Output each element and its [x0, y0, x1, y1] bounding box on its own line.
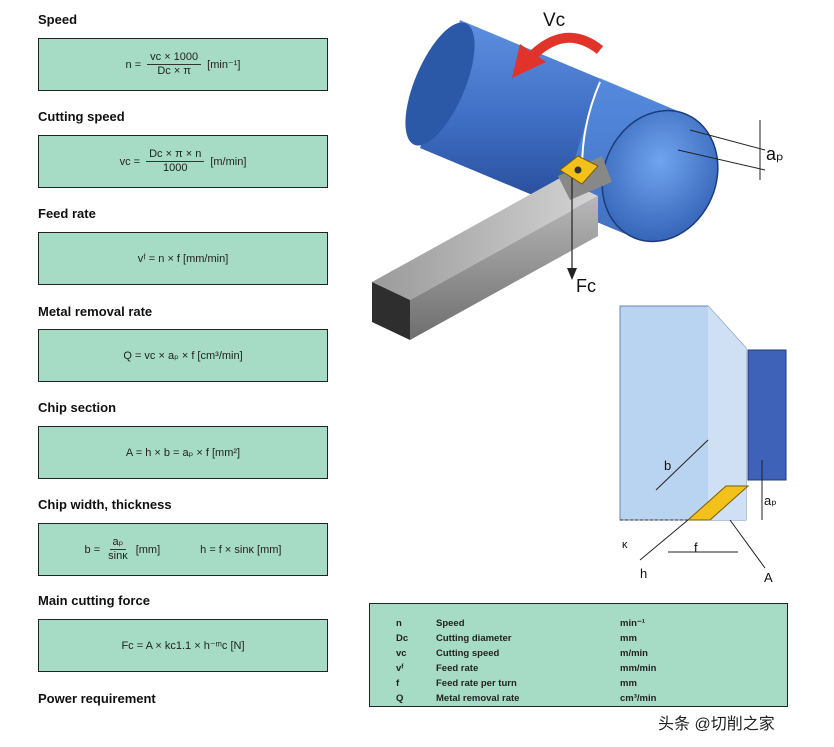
plate-bevel — [708, 306, 746, 520]
section-title: Cutting speed — [38, 109, 125, 124]
watermark: 头条 @切削之家 — [658, 716, 775, 733]
cylinder-back-end — [405, 22, 475, 146]
formula-expression: Fᴄ = A × kᴄ1.1 × h⁻ᵐᴄ [N] — [121, 640, 245, 652]
fc-label: Fᴄ — [576, 276, 596, 296]
tool-holder-top — [372, 178, 598, 300]
rotation-arrow — [526, 32, 604, 62]
legend-name: Feed rate per turn — [436, 678, 517, 689]
formula-expression: vᶠ = n × f [mm/min] — [137, 252, 229, 265]
section-title-power-requirement: Power requirement — [38, 691, 156, 706]
tool-holder-side — [410, 196, 598, 340]
section-title: Feed rate — [38, 206, 96, 221]
a-label: A — [764, 570, 773, 585]
numerator: Dᴄ × π × n — [146, 148, 205, 162]
legend-name: Speed — [436, 618, 465, 629]
formula-expression: h = f × sinκ [mm] — [200, 543, 282, 556]
f-label: f — [694, 540, 698, 555]
b-dimension-line — [655, 439, 709, 491]
tool-holder-end — [372, 282, 410, 340]
formula-box: b = aₚ sinκ [mm] h = f × sinκ [mm] — [38, 523, 328, 576]
b-label: b — [664, 458, 671, 473]
denominator: Dᴄ × π — [157, 65, 191, 77]
formula-lhs: b = — [84, 543, 101, 556]
ap-label: aₚ — [766, 144, 784, 164]
section-title: Main cutting force — [38, 593, 150, 608]
h-dimension-line — [639, 519, 689, 561]
formula-box: Fᴄ = A × kᴄ1.1 × h⁻ᵐᴄ [N] — [38, 619, 328, 672]
section-title: Chip section — [38, 400, 117, 415]
legend-name: Cutting speed — [436, 648, 500, 659]
formula-box: vᶠ = n × f [mm/min] — [38, 232, 328, 285]
section-title: Metal removal rate — [38, 304, 153, 319]
legend-symbol: vᶠ — [396, 663, 404, 674]
formula-expression: A = h × b = aₚ × f [mm²] — [125, 447, 241, 459]
denominator: 1000 — [162, 162, 188, 174]
legend-unit: cm³/min — [620, 693, 657, 704]
symbol-legend: n Speed min⁻¹ Dᴄ Cutting diameter mm vᴄ … — [369, 603, 788, 707]
a-leader-line — [729, 519, 766, 569]
legend-symbol: Q — [396, 693, 404, 704]
unit: [m/min] — [210, 155, 247, 168]
legend-unit: m/min — [620, 648, 648, 659]
denominator: sinκ — [108, 550, 128, 562]
cylinder-face — [601, 109, 719, 243]
numerator: aₚ — [109, 536, 127, 550]
unit: [mm] — [135, 543, 161, 556]
legend-symbol: vᴄ — [396, 648, 407, 659]
formula-lhs: vᴄ = — [119, 155, 141, 168]
legend-unit: mm — [620, 633, 637, 644]
legend-symbol: n — [396, 618, 402, 629]
legend-unit: min⁻¹ — [620, 618, 646, 629]
section-title: Speed — [38, 12, 78, 27]
numerator: vᴄ × 1000 — [147, 51, 202, 65]
legend-unit: mm/min — [620, 663, 657, 674]
formula-box: Q = vᴄ × aₚ × f [cm³/min] — [38, 329, 328, 382]
formula-box: n = vᴄ × 1000 Dᴄ × π [min⁻¹] — [38, 38, 328, 91]
insert-screw — [574, 166, 582, 174]
legend-unit: mm — [620, 678, 637, 689]
legend-row: n Speed min⁻¹ — [370, 618, 787, 632]
legend-row: vᶠ Feed rate mm/min — [370, 663, 787, 677]
fraction: aₚ sinκ — [105, 536, 131, 563]
chip-section-detail: b aₚ h κ f A — [619, 305, 787, 585]
legend-row: Q Metal removal rate cm³/min — [370, 693, 787, 706]
legend-row: Dᴄ Cutting diameter mm — [370, 633, 787, 647]
legend-name: Metal removal rate — [436, 693, 520, 704]
legend-symbol: Dᴄ — [396, 633, 409, 644]
ap-detail-label: aₚ — [764, 493, 777, 508]
rotation-arrow-head — [512, 44, 546, 78]
legend-row: vᴄ Cutting speed m/min — [370, 648, 787, 662]
formula-box: A = h × b = aₚ × f [mm²] — [38, 426, 328, 479]
legend-name: Cutting diameter — [436, 633, 512, 644]
unit: [min⁻¹] — [207, 59, 241, 71]
section-title: Chip width, thickness — [38, 497, 172, 512]
fraction: Dᴄ × π × n 1000 — [146, 148, 205, 175]
ap-extension-line — [677, 149, 766, 171]
formula-lhs: n = — [125, 58, 142, 71]
ap-extension-line — [689, 129, 766, 151]
formula-box: vᴄ = Dᴄ × π × n 1000 [m/min] — [38, 135, 328, 188]
legend-name: Feed rate — [436, 663, 479, 674]
legend-symbol: f — [396, 678, 400, 689]
fc-arrow-head — [567, 268, 577, 280]
legend-row: f Feed rate per turn mm — [370, 678, 787, 692]
tool-holder — [372, 156, 612, 340]
fraction: vᴄ × 1000 Dᴄ × π — [147, 51, 202, 78]
chip-block — [747, 349, 787, 481]
vc-label: Vᴄ — [543, 10, 565, 31]
h-label: h — [640, 566, 647, 581]
kappa-label: κ — [622, 539, 628, 551]
formula-expression: Q = vᴄ × aₚ × f [cm³/min] — [123, 350, 243, 362]
chip-section-area — [686, 485, 750, 521]
